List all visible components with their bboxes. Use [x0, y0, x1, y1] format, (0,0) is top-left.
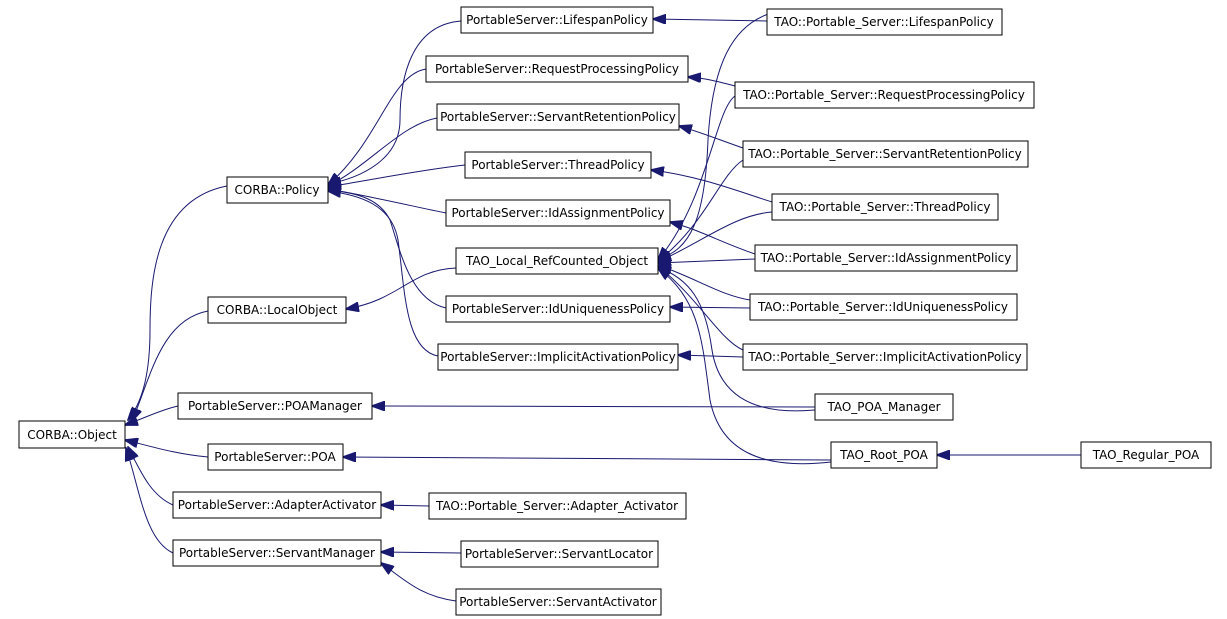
- node-tao-ps-requestprocessingpolicy-label: TAO::Portable_Server::RequestProcessingP…: [742, 88, 1025, 102]
- node-tao-poa-manager[interactable]: TAO_POA_Manager: [814, 393, 954, 421]
- edge-ps-threadpolicy-to-corba-policy: [328, 164, 466, 187]
- node-ps-servantlocator[interactable]: PortableServer::ServantLocator: [460, 540, 659, 568]
- node-tao-local-refcounted-object-label: TAO_Local_RefCounted_Object: [465, 254, 648, 268]
- edge-ps-servantretentionpolicy-to-corba-policy: [328, 117, 438, 186]
- node-ps-poamanager[interactable]: PortableServer::POAManager: [177, 392, 373, 420]
- edge-ps-iduniquenesspolicy-to-corba-policy: [328, 190, 447, 309]
- node-tao-ps-idassignmentpolicy-label: TAO::Portable_Server::IdAssignmentPolicy: [760, 251, 1012, 265]
- node-ps-lifespanpolicy-label: PortableServer::LifespanPolicy: [466, 13, 648, 27]
- edge-ps-adapteractivator-to-corba-object: [128, 447, 174, 506]
- node-tao-ps-servantretentionpolicy[interactable]: TAO::Portable_Server::ServantRetentionPo…: [742, 140, 1029, 168]
- node-ps-poa[interactable]: PortableServer::POA: [207, 443, 344, 471]
- node-ps-poa-label: PortableServer::POA: [214, 450, 336, 464]
- node-corba-policy-label: CORBA::Policy: [235, 183, 320, 197]
- node-tao-local-refcounted-object[interactable]: TAO_Local_RefCounted_Object: [455, 247, 659, 275]
- node-ps-iduniquenesspolicy[interactable]: PortableServer::IdUniquenessPolicy: [445, 295, 671, 323]
- node-corba-object-label: CORBA::Object: [27, 428, 117, 442]
- node-tao-root-poa[interactable]: TAO_Root_POA: [830, 441, 938, 469]
- edge-tao-local-refcounted-to-corba-localobject: [346, 267, 457, 309]
- node-tao-ps-servantretentionpolicy-label: TAO::Portable_Server::ServantRetentionPo…: [747, 147, 1022, 161]
- edge-tao-adapter-activator-to-ps-adapteractivator: [381, 505, 430, 506]
- edge-tao-idassignment-to-tao-local-refcounted: [658, 259, 756, 263]
- node-ps-requestprocessingpolicy-label: PortableServer::RequestProcessingPolicy: [435, 62, 679, 76]
- node-tao-regular-poa[interactable]: TAO_Regular_POA: [1080, 441, 1212, 469]
- node-ps-servantmanager[interactable]: PortableServer::ServantManager: [172, 539, 382, 567]
- node-ps-threadpolicy[interactable]: PortableServer::ThreadPolicy: [464, 151, 652, 179]
- node-tao-ps-lifespanpolicy[interactable]: TAO::Portable_Server::LifespanPolicy: [766, 8, 1003, 36]
- edge-corba-localobject-to-corba-object: [132, 310, 209, 421]
- edge-ps-lifespanpolicy-to-corba-policy: [328, 20, 462, 184]
- node-ps-idassignmentpolicy[interactable]: PortableServer::IdAssignmentPolicy: [445, 199, 671, 227]
- edge-tao-iduniqueness-to-tao-local-refcounted: [658, 265, 751, 301]
- node-tao-ps-requestprocessingpolicy[interactable]: TAO::Portable_Server::RequestProcessingP…: [734, 81, 1035, 109]
- edge-tao-idassignment-to-ps-idassignment: [670, 222, 756, 255]
- edge-tao-thread-to-ps-thread: [651, 170, 773, 203]
- edge-tao-thread-to-tao-local-refcounted: [658, 211, 773, 262]
- node-ps-requestprocessingpolicy[interactable]: PortableServer::RequestProcessingPolicy: [425, 55, 689, 83]
- edge-tao-servantretention-to-ps-servantretention: [679, 126, 744, 149]
- node-ps-iduniquenesspolicy-label: PortableServer::IdUniquenessPolicy: [452, 302, 664, 316]
- edge-tao-requestprocessing-to-ps-requestprocessing: [688, 77, 736, 87]
- edge-tao-lifespan-to-ps-lifespan: [653, 19, 768, 21]
- edge-ps-implicitactivationpolicy-to-corba-policy: [328, 191, 439, 357]
- edge-tao-lifespan-to-tao-local-refcounted: [658, 10, 781, 259]
- node-ps-servantactivator-label: PortableServer::ServantActivator: [459, 595, 657, 609]
- node-ps-threadpolicy-label: PortableServer::ThreadPolicy: [471, 158, 644, 172]
- edge-tao-root-poa-to-ps-poa: [343, 457, 832, 460]
- node-tao-root-poa-label: TAO_Root_POA: [839, 448, 929, 462]
- edge-ps-servantlocator-to-ps-servantmanager: [381, 552, 462, 553]
- node-ps-adapteractivator-label: PortableServer::AdapterActivator: [178, 498, 376, 512]
- node-ps-servantmanager-label: PortableServer::ServantManager: [179, 546, 375, 560]
- edge-ps-servantmanager-to-corba-object: [126, 448, 174, 554]
- edge-tao-implicitactivation-to-ps-implicitactivation: [678, 355, 744, 357]
- edges-layer: [125, 10, 1081, 602]
- node-tao-ps-implicitactivationpolicy[interactable]: TAO::Portable_Server::ImplicitActivation…: [742, 343, 1028, 371]
- edge-tao-poa-manager-to-ps-poamanager: [372, 406, 816, 407]
- nodes-layer: CORBA::Object CORBA::Policy CORBA::Local…: [18, 6, 1212, 616]
- edge-tao-requestprocessing-to-tao-local-refcounted: [658, 95, 736, 260]
- node-ps-servantretentionpolicy[interactable]: PortableServer::ServantRetentionPolicy: [436, 103, 680, 131]
- edge-tao-poa-manager-to-tao-local-refcounted: [658, 267, 816, 412]
- node-corba-localobject-label: CORBA::LocalObject: [217, 303, 338, 317]
- edge-ps-poamanager-to-corba-object: [125, 405, 179, 425]
- node-tao-ps-adapter-activator-label: TAO::Portable_Server::Adapter_Activator: [435, 499, 678, 513]
- node-ps-servantactivator[interactable]: PortableServer::ServantActivator: [455, 588, 662, 616]
- edge-tao-iduniqueness-to-ps-iduniqueness: [670, 307, 751, 308]
- edge-tao-servantretention-to-tao-local-refcounted: [658, 159, 744, 261]
- node-ps-implicitactivationpolicy-label: PortableServer::ImplicitActivationPolicy: [440, 350, 675, 364]
- node-tao-ps-idassignmentpolicy[interactable]: TAO::Portable_Server::IdAssignmentPolicy: [754, 244, 1018, 272]
- node-ps-lifespanpolicy[interactable]: PortableServer::LifespanPolicy: [460, 6, 654, 34]
- node-corba-localobject[interactable]: CORBA::LocalObject: [207, 296, 347, 324]
- node-ps-servantretentionpolicy-label: PortableServer::ServantRetentionPolicy: [440, 110, 676, 124]
- node-tao-ps-iduniquenesspolicy[interactable]: TAO::Portable_Server::IdUniquenessPolicy: [749, 293, 1018, 321]
- node-ps-servantlocator-label: PortableServer::ServantLocator: [465, 547, 653, 561]
- node-tao-regular-poa-label: TAO_Regular_POA: [1092, 448, 1200, 462]
- node-ps-implicitactivationpolicy[interactable]: PortableServer::ImplicitActivationPolicy: [437, 343, 679, 371]
- edge-tao-root-poa-to-tao-local-refcounted: [658, 268, 832, 465]
- node-corba-policy[interactable]: CORBA::Policy: [226, 176, 329, 204]
- node-tao-ps-adapter-activator[interactable]: TAO::Portable_Server::Adapter_Activator: [428, 492, 687, 520]
- edge-ps-poa-to-corba-object: [125, 440, 209, 458]
- node-tao-ps-iduniquenesspolicy-label: TAO::Portable_Server::IdUniquenessPolicy: [757, 300, 1008, 314]
- node-ps-adapteractivator[interactable]: PortableServer::AdapterActivator: [172, 491, 382, 519]
- node-tao-ps-threadpolicy-label: TAO::Portable_Server::ThreadPolicy: [779, 200, 991, 214]
- node-tao-ps-implicitactivationpolicy-label: TAO::Portable_Server::ImplicitActivation…: [747, 350, 1021, 364]
- edge-ps-requestprocessingpolicy-to-corba-policy: [328, 68, 427, 185]
- node-ps-poamanager-label: PortableServer::POAManager: [188, 399, 362, 413]
- edge-corba-policy-to-corba-object: [128, 185, 228, 420]
- node-tao-poa-manager-label: TAO_POA_Manager: [826, 400, 940, 414]
- edge-ps-servantactivator-to-ps-servantmanager: [381, 563, 457, 602]
- node-ps-idassignmentpolicy-label: PortableServer::IdAssignmentPolicy: [451, 206, 664, 220]
- node-tao-ps-threadpolicy[interactable]: TAO::Portable_Server::ThreadPolicy: [771, 193, 999, 221]
- node-corba-object[interactable]: CORBA::Object: [18, 420, 126, 449]
- node-tao-ps-lifespanpolicy-label: TAO::Portable_Server::LifespanPolicy: [773, 15, 993, 29]
